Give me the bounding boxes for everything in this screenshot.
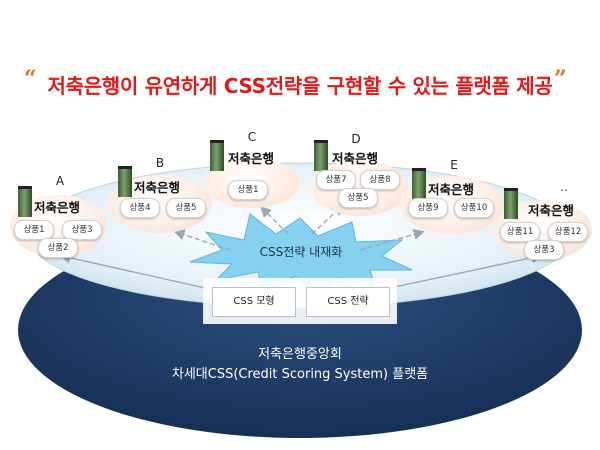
bank-d-name: 저축은행 xyxy=(332,151,379,166)
bank-building-icon xyxy=(118,166,132,197)
product-chip: 상품9 xyxy=(408,198,448,218)
bank-a-name: 저축은행 xyxy=(34,200,81,215)
product-chip: 상품1 xyxy=(228,180,268,200)
bank-b-name: 저축은행 xyxy=(134,180,181,195)
product-chip: 상품11 xyxy=(500,222,540,242)
product-chip: 상품3 xyxy=(524,240,564,260)
product-chip: 상품10 xyxy=(454,198,494,218)
bank-c-name: 저축은행 xyxy=(228,151,275,166)
bank-building-icon xyxy=(210,140,224,171)
arrow-to-a xyxy=(59,252,206,289)
arrow-to-b xyxy=(173,229,231,251)
center-burst-label: CSS전략 내재화 xyxy=(259,245,343,259)
product-chip: 상품12 xyxy=(548,222,588,242)
bank-e-letter: E xyxy=(450,158,458,172)
bank-a-letter: A xyxy=(55,174,65,188)
bank-c: C 저축은행 상품1 xyxy=(206,126,298,226)
quote-close: ” xyxy=(554,66,567,92)
page-title: 저축은행이 유연하게 CSS전략을 구현할 수 있는 플랫폼 제공 xyxy=(47,74,553,98)
bank-d: D 저축은행 상품7 상품8 상품5 xyxy=(310,128,402,228)
bank-b: B 저축은행 상품4 상품5 xyxy=(114,152,206,252)
bank-e-name: 저축은행 xyxy=(428,182,475,197)
product-chip: 상품8 xyxy=(360,170,400,190)
product-chip: 상품4 xyxy=(120,198,160,218)
css-model-box: CSS 모형 xyxy=(212,287,296,317)
product-chip: 상품2 xyxy=(38,238,78,258)
product-chip: 상품7 xyxy=(316,170,356,190)
bank-dots-name: 저축은행 xyxy=(528,203,575,218)
bank-a: A 저축은행 상품1 상품3 상품2 xyxy=(14,170,106,270)
arrow-to-c xyxy=(260,206,289,235)
product-chip: 상품3 xyxy=(62,220,102,240)
quote-open: “ xyxy=(24,66,37,92)
bank-e: E 저축은행 상품9 상품10 xyxy=(408,154,500,254)
bank-building-icon xyxy=(504,188,518,219)
bank-building-icon xyxy=(314,140,328,171)
bank-d-letter: D xyxy=(351,132,361,146)
platform-owner: 저축은행중앙회 xyxy=(258,347,342,362)
bank-building-icon xyxy=(412,168,426,199)
arrow-to-dots xyxy=(389,252,543,289)
bank-c-letter: C xyxy=(247,130,257,144)
product-chip: 상품1 xyxy=(14,220,54,240)
bank-dots: .. 저축은행 상품11 상품12 상품3 xyxy=(498,176,590,276)
bank-b-letter: B xyxy=(155,156,165,170)
bank-building-icon xyxy=(18,186,32,217)
bank-dots-letter: .. xyxy=(560,180,568,194)
product-chip: 상품5 xyxy=(166,198,206,218)
css-strategy-box: CSS 전략 xyxy=(306,287,390,317)
platform-name: 차세대CSS(Credit Scoring System) 플랫폼 xyxy=(171,367,429,382)
arrow-to-e xyxy=(359,228,425,251)
product-chip: 상품5 xyxy=(338,188,378,208)
